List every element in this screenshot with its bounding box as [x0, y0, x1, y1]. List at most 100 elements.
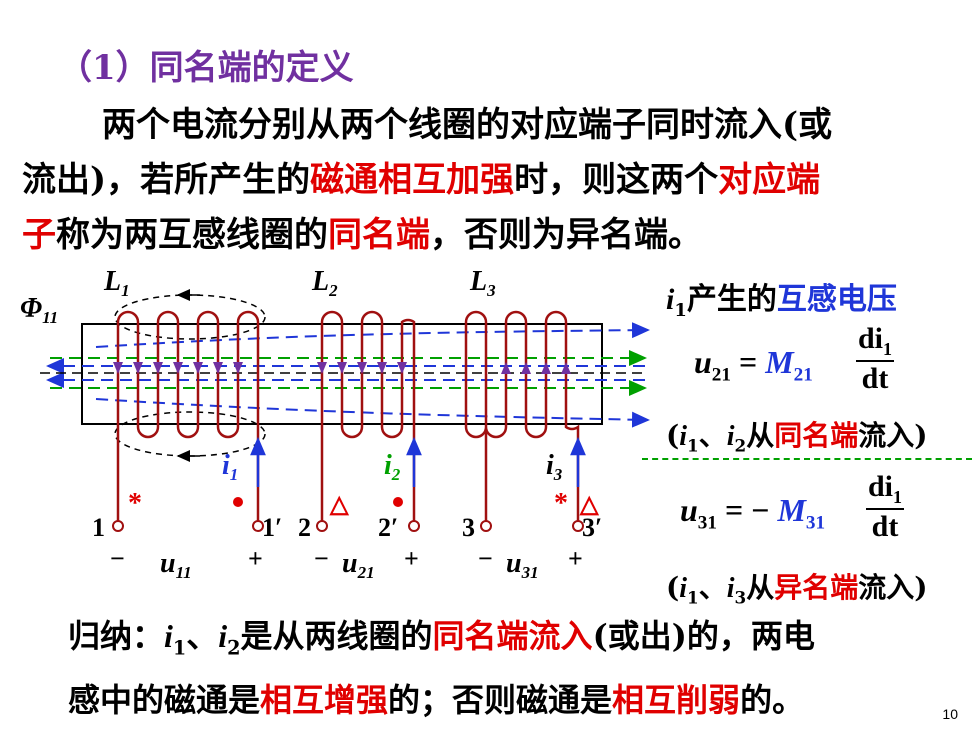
label-L1: L [103, 266, 121, 297]
summary-highlight-2: 相互增强 [260, 681, 389, 720]
label-L3-sub: 3 [486, 281, 496, 300]
summary-text: 感中的磁通是 [68, 681, 261, 720]
note1-sep: 、 [698, 419, 727, 452]
fraction-1: di1 dt [856, 322, 895, 396]
summary-highlight-3: 相互削弱 [612, 681, 741, 720]
flux-sub: 11 [42, 308, 58, 327]
dot-mark-1p [233, 497, 243, 507]
label-i2: i [384, 450, 392, 481]
star-mark-1: * [128, 488, 142, 519]
summary-i1: i [164, 618, 173, 654]
label-u31-sub: 31 [521, 563, 539, 582]
frac1-num-text: di [858, 322, 884, 355]
svg-text:Φ11: Φ11 [20, 293, 58, 327]
eq1-lhs: u [694, 344, 712, 380]
label-L2-sub: 2 [328, 281, 338, 300]
note1-i2: i [726, 421, 735, 452]
eq2-equals: = − [716, 492, 778, 528]
label-u11-sub: 11 [176, 563, 192, 582]
label-u31: u [506, 548, 522, 579]
label-L3: L [469, 266, 487, 297]
frac2-num-text: di [868, 470, 894, 503]
plus-u31: + [568, 544, 583, 573]
plus-u21: + [404, 544, 419, 573]
note2-sub1: 1 [687, 587, 699, 608]
eq2-M-sub: 31 [805, 512, 826, 534]
svg-text:i2: i2 [384, 450, 401, 484]
label-i1-sub: 1 [230, 465, 239, 484]
coil-L2 [320, 310, 416, 492]
svg-text:i3: i3 [546, 450, 563, 484]
minus-u31: − [478, 544, 493, 573]
label-i3: i [546, 450, 554, 481]
note-2: (i1、i3从异名端流入) [666, 566, 927, 608]
label-u21: u [342, 548, 358, 579]
label-L1-sub: 1 [121, 281, 130, 300]
terminal-1p: 1′ [262, 513, 282, 542]
summary-lead: 归纳： [68, 617, 165, 655]
frac1-den: dt [861, 362, 889, 395]
note2-i1: i [679, 573, 688, 604]
right-header: i1产生的互感电压 [666, 274, 897, 321]
note1-from: 从 [746, 419, 775, 452]
label-u21-sub: 21 [357, 563, 375, 582]
note2-sep: 、 [698, 571, 727, 604]
definition-paragraph: 两个电流分别从两个线圈的对应端子同时流入(或 流出)，若所产生的磁通相互加强时，… [22, 98, 952, 263]
highlight-flux-strengthen: 磁通相互加强 [310, 160, 515, 200]
definition-line-3: 子称为两互感线圈的同名端，否则为异名端。 [22, 208, 952, 263]
eq2-lhs: u [680, 492, 698, 528]
note2-i3: i [726, 573, 735, 604]
eq2-lhs-sub: 31 [697, 512, 717, 534]
eq1-M: M [765, 344, 794, 380]
current-arrows [250, 436, 586, 487]
terminal-2: 2 [298, 513, 311, 542]
summary-text: 的。 [740, 681, 805, 720]
note2-sub3: 3 [734, 587, 747, 608]
note1-sub2: 2 [734, 435, 747, 456]
frac2-num-sub: 1 [893, 487, 903, 507]
summary-text: 是从两线圈的 [240, 617, 433, 655]
summary-line-2: 感中的磁通是相互增强的；否则磁通是相互削弱的。 [68, 674, 815, 726]
highlight-terminal: 子 [22, 215, 56, 255]
eq1-M-sub: 21 [793, 364, 813, 386]
svg-text:u21: u21 [342, 548, 375, 582]
coupled-coils-diagram: Φ11 L1 L2 L3 i1 i2 i3 * * △ △ 1 1′ 2 2′ … [20, 266, 650, 582]
note1-sub1: 1 [687, 435, 699, 456]
header-text: 产生的 [686, 282, 777, 317]
svg-text:i1: i1 [222, 450, 238, 484]
eq1-equals: = [730, 344, 766, 380]
terminal-1: 1 [92, 513, 105, 542]
svg-text:L2: L2 [311, 266, 338, 300]
summary-text: 的；否则磁通是 [388, 681, 613, 720]
note-1: (i1、i2从同名端流入) [666, 414, 927, 456]
note2-end: 流入) [858, 571, 928, 604]
note2-open: ( [666, 571, 680, 604]
terminal-2p: 2′ [378, 513, 398, 542]
summary-sep: 、 [186, 617, 219, 655]
frac2-den: dt [871, 510, 899, 543]
svg-text:L1: L1 [103, 266, 130, 300]
note1-open: ( [666, 419, 680, 452]
note2-highlight: 异名端 [774, 571, 859, 604]
page-number: 10 [942, 706, 958, 722]
eq1-lhs-sub: 21 [711, 364, 731, 386]
frac1-num-sub: 1 [883, 339, 893, 359]
minus-u11: − [110, 544, 125, 573]
terminal-3p: 3′ [582, 513, 602, 542]
terminal-3: 3 [462, 513, 475, 542]
label-i2-sub: 2 [391, 465, 401, 484]
svg-text:u31: u31 [506, 548, 539, 582]
dot-mark-2p [393, 497, 403, 507]
summary-text: (或出)的，两电 [592, 617, 815, 655]
note2-from: 从 [746, 571, 775, 604]
text-span: 时，则这两个 [514, 160, 719, 200]
header-sub: 1 [674, 300, 687, 321]
frac2-num: di1 [866, 470, 905, 510]
eq2-M: M [777, 492, 806, 528]
star-mark-3p: * [554, 488, 568, 519]
fraction-2: di1 dt [866, 470, 905, 544]
frac1-num: di1 [856, 322, 895, 362]
green-divider [642, 458, 972, 460]
coil-L3 [464, 310, 580, 492]
text-span: ，否则为异名端。 [430, 215, 702, 255]
